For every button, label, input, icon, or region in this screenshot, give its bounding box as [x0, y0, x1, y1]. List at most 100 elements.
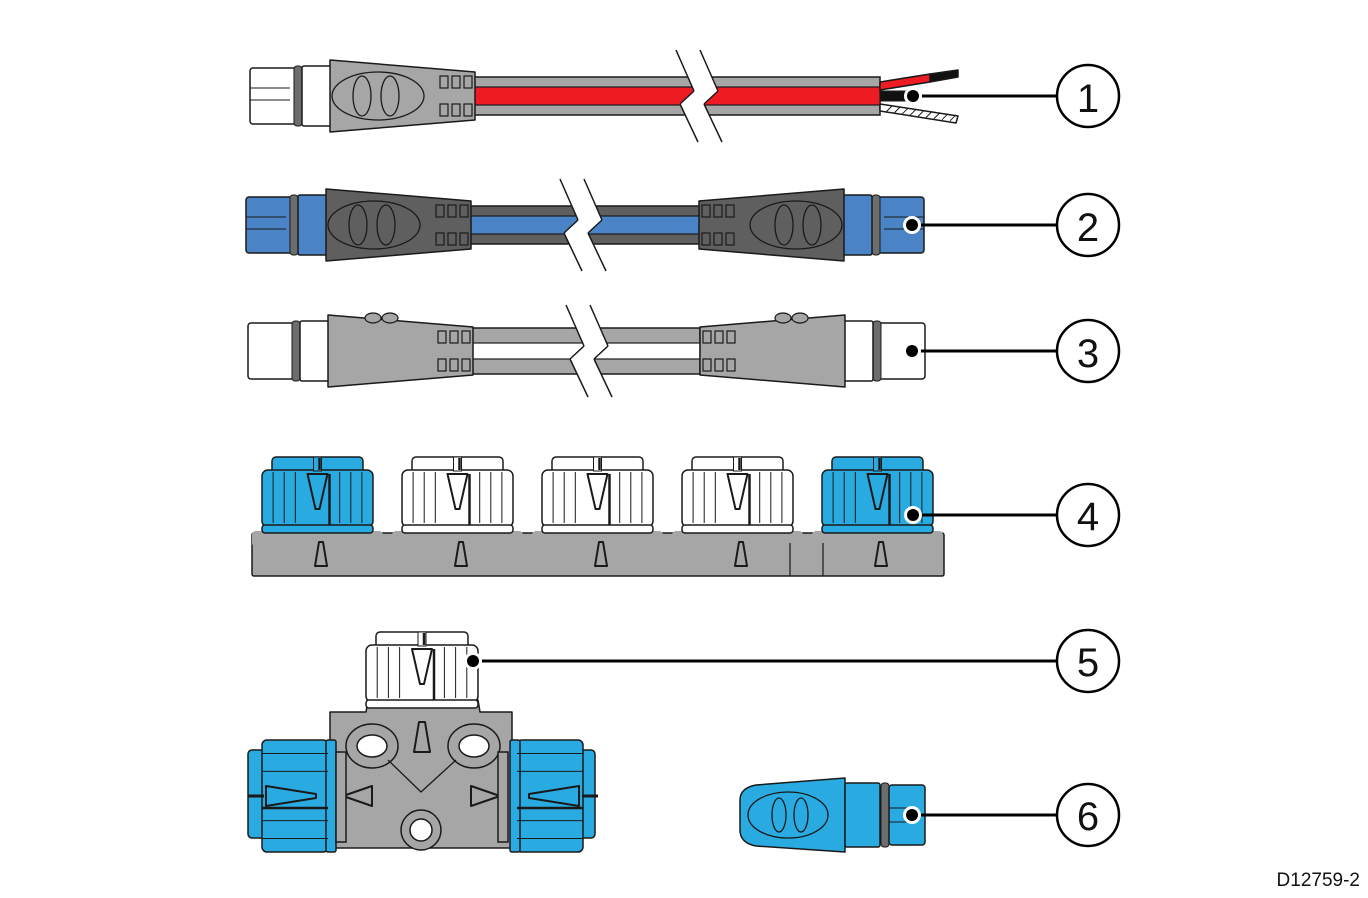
alignment-arrow [470, 785, 501, 807]
break-mark [587, 232, 607, 272]
plug-collar [842, 320, 874, 382]
alignment-arrow [413, 721, 431, 753]
relief-slot [725, 204, 735, 218]
alignment-arrow [726, 473, 749, 510]
relief-slot [451, 75, 461, 89]
relief-slot [701, 204, 711, 218]
overmold-body [698, 188, 845, 262]
extension-cable [247, 304, 926, 398]
break-mark [589, 304, 609, 347]
o-ring [289, 194, 299, 256]
callout-number: 4 [1077, 495, 1099, 539]
relief-slot [701, 232, 711, 246]
relief-slot [726, 330, 736, 344]
leader-dot [906, 809, 918, 821]
socket-seat [392, 531, 523, 547]
shield-hatch [925, 111, 933, 118]
relief-slot [451, 103, 461, 117]
o-ring [880, 782, 890, 848]
shield-hatch [933, 112, 941, 119]
grip-ridge [802, 204, 822, 246]
relief-slot [713, 204, 723, 218]
overmold-body [327, 314, 474, 388]
mount-hole [409, 818, 433, 842]
break-mark [593, 345, 609, 360]
5-way-connector-block [251, 456, 945, 577]
callout-2: 2 [903, 192, 1121, 258]
leader-dot [907, 90, 919, 102]
relief-slot [713, 232, 723, 246]
grip-oval [331, 71, 425, 121]
mount-hole [458, 734, 490, 758]
shield-hatch [909, 108, 917, 116]
relief-slot [714, 358, 724, 372]
block-arrow [594, 541, 608, 567]
socket-base-ring [541, 524, 654, 534]
callout-circle [1055, 318, 1121, 384]
side-socket-ring [325, 739, 337, 853]
relief-slot [449, 330, 459, 344]
callout-number: 2 [1077, 206, 1099, 250]
relief-slot [437, 358, 447, 372]
break-mark [679, 103, 699, 143]
o-ring [293, 65, 303, 127]
power-cable [249, 49, 959, 143]
relief-slot [461, 330, 471, 344]
callout-4: 4 [904, 482, 1121, 548]
spur-cable [245, 178, 925, 272]
relief-slot [461, 358, 471, 372]
relief-slot [726, 358, 736, 372]
socket-seat [672, 531, 803, 547]
callout-circle [1055, 63, 1121, 129]
callout-circle [1055, 782, 1121, 848]
alignment-arrow [342, 785, 373, 807]
relief-slot [435, 204, 445, 218]
grip-ridge [348, 204, 368, 246]
overmold-body [325, 188, 472, 262]
socket-key [313, 456, 322, 472]
side-socket-ring [509, 739, 521, 853]
socket-base-ring [401, 524, 514, 534]
shield-hatch [893, 106, 901, 114]
red-wire [879, 73, 931, 91]
break-mark [703, 103, 723, 143]
socket-key [593, 456, 602, 472]
alignment-arrow [528, 785, 580, 807]
break-mark [563, 232, 583, 272]
grip-ridge [793, 797, 809, 833]
grip-ridge [771, 797, 787, 833]
alignment-arrow [866, 473, 889, 510]
socket-key [453, 456, 462, 472]
relief-slot [463, 75, 473, 89]
overmold-body [699, 314, 846, 388]
relief-slot [447, 232, 457, 246]
shield-hatch [885, 105, 893, 113]
block-arrow [874, 541, 888, 567]
drawing-id: D12759-2 [1276, 870, 1360, 891]
terminator-body [739, 777, 846, 853]
break-mark [703, 90, 719, 105]
relief-slot [435, 232, 445, 246]
grip-bump [791, 312, 809, 324]
callout-circle [1055, 192, 1121, 258]
grip-oval [327, 200, 421, 250]
shield-hatch [917, 110, 925, 117]
alignment-arrow [411, 648, 433, 685]
break-mark [569, 345, 585, 360]
relief-slot [725, 232, 735, 246]
break-mark [583, 178, 603, 221]
grip-ridge [380, 75, 400, 117]
relief-slot [439, 103, 449, 117]
plug-tip [249, 67, 301, 125]
socket-seat [812, 531, 943, 547]
plug-tip [247, 322, 299, 380]
leader-dot [467, 655, 479, 667]
callout-circle [1055, 482, 1121, 548]
alignment-arrow [265, 785, 317, 807]
grip-bump [774, 312, 792, 324]
mount-hole [356, 734, 388, 758]
relief-slot [447, 204, 457, 218]
leader-dot [907, 509, 919, 521]
relief-slot [702, 358, 712, 372]
o-ring [291, 320, 301, 382]
